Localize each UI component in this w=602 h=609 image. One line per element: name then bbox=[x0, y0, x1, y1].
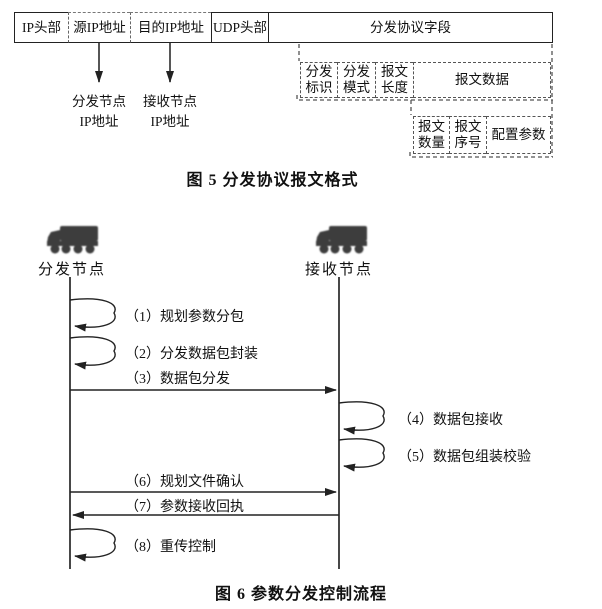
self-loop-4 bbox=[338, 401, 385, 435]
cell-dist-mode: 分发模式 bbox=[337, 62, 375, 98]
dest-node-ip-line1: 接收节点 bbox=[143, 94, 197, 109]
message-3-label: （3）数据包分发 bbox=[125, 372, 230, 387]
cell-dist-id: 分发标识 bbox=[300, 62, 337, 98]
cell-packet-seq: 报文序号 bbox=[449, 116, 486, 154]
message-2-label: （2）分发数据包封装 bbox=[125, 347, 258, 362]
source-node-ip-label: 分发节点 IP地址 bbox=[59, 92, 139, 131]
message-8-label: （8）重传控制 bbox=[125, 540, 216, 555]
message-5-label: （5）数据包组装校验 bbox=[398, 450, 531, 465]
packet-header-row: IP头部 源IP地址 目的IP地址 UDP头部 分发协议字段 bbox=[14, 12, 553, 43]
cell-udp-header: UDP头部 bbox=[211, 12, 268, 43]
source-node-ip-line2: IP地址 bbox=[79, 113, 119, 129]
cell-protocol-field: 分发协议字段 bbox=[268, 12, 553, 43]
self-loop-1 bbox=[69, 298, 116, 332]
dest-node-ip-label: 接收节点 IP地址 bbox=[130, 92, 210, 131]
message-1-label: （1）规划参数分包 bbox=[125, 310, 244, 325]
cell-source-ip: 源IP地址 bbox=[68, 12, 130, 43]
truck-icon-right bbox=[316, 226, 367, 254]
self-loop-2 bbox=[69, 336, 116, 370]
receiving-node-label: 接收节点 bbox=[304, 262, 373, 278]
cell-packet-data: 报文数据 bbox=[413, 62, 551, 98]
figure5-caption: 图 5 分发协议报文格式 bbox=[186, 172, 359, 189]
source-node-ip-line1: 分发节点 bbox=[72, 94, 126, 109]
message-6-label: （6）规划文件确认 bbox=[125, 475, 244, 490]
self-loop-8 bbox=[69, 528, 116, 562]
protocol-field-row: 分发标识 分发模式 报文长度 报文数据 bbox=[300, 62, 551, 98]
self-loop-5 bbox=[338, 438, 385, 472]
cell-packet-length: 报文长度 bbox=[375, 62, 413, 98]
message-4-label: （4）数据包接收 bbox=[398, 413, 503, 428]
cell-dest-ip: 目的IP地址 bbox=[130, 12, 211, 43]
figure6-caption: 图 6 参数分发控制流程 bbox=[214, 586, 387, 603]
message-7-label: （7）参数接收回执 bbox=[125, 500, 244, 515]
dest-node-ip-line2: IP地址 bbox=[150, 113, 190, 129]
truck-icon-left bbox=[47, 226, 98, 254]
cell-config-params: 配置参数 bbox=[486, 116, 551, 154]
distribution-node-label: 分发节点 bbox=[37, 262, 106, 278]
cell-packet-count: 报文数量 bbox=[413, 116, 449, 154]
packet-data-row: 报文数量 报文序号 配置参数 bbox=[413, 116, 551, 154]
cell-ip-header: IP头部 bbox=[14, 12, 68, 43]
